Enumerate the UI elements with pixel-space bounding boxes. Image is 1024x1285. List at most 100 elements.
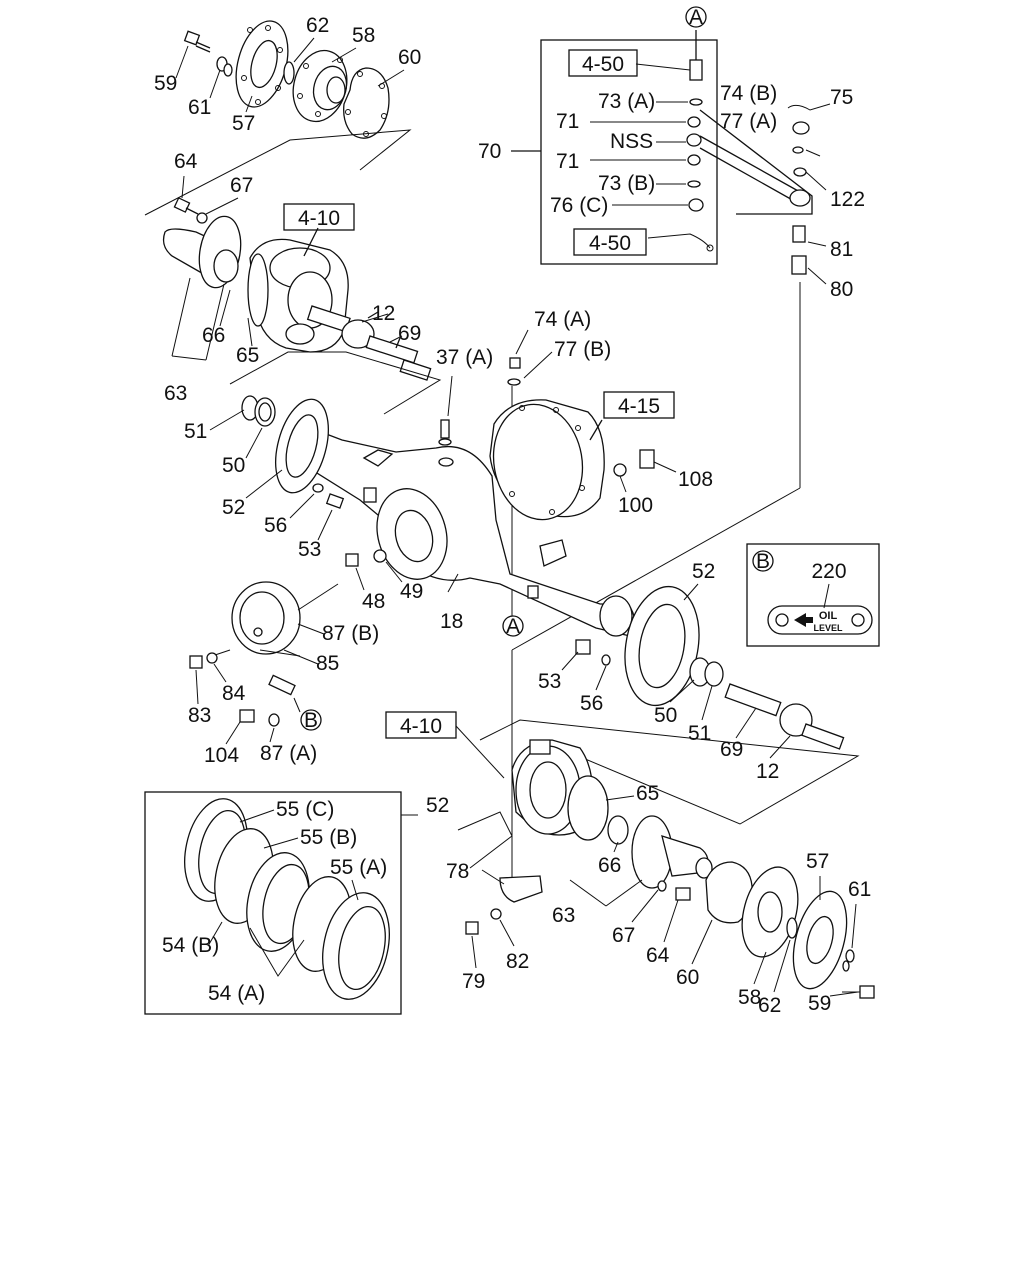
label-63-top: 63	[164, 382, 187, 405]
ring-62-bot	[786, 917, 798, 939]
washer-61-bot	[845, 949, 855, 963]
top-right-fittings	[699, 103, 831, 285]
top-hub-group	[144, 20, 412, 216]
circle-b-link: B	[300, 709, 322, 732]
ref-box-4-10-bottom: 4-10	[385, 711, 505, 779]
washer-56-top	[312, 483, 324, 493]
label-78: 78	[446, 860, 469, 883]
ref-box-4-10-top: 4-10	[283, 203, 355, 231]
label-49: 49	[400, 580, 423, 603]
bracket-mid-right	[479, 719, 860, 825]
arrow-left-icon	[794, 613, 813, 627]
label-87b: 87 (B)	[322, 622, 379, 645]
label-53-mid: 53	[538, 670, 561, 693]
label-65-top: 65	[236, 344, 259, 367]
label-87a: 87 (A)	[260, 742, 317, 765]
label-66-bot: 66	[598, 854, 621, 877]
ring-62-top	[283, 61, 295, 85]
shaft-12-top	[306, 305, 432, 381]
label-18: 18	[440, 610, 463, 633]
label-79: 79	[462, 970, 485, 993]
label-220: 220	[811, 560, 846, 583]
carrier-4-15	[489, 357, 655, 521]
label-84: 84	[222, 682, 246, 705]
label-51-mid: 51	[688, 722, 711, 745]
label-122: 122	[830, 188, 865, 211]
label-108: 108	[678, 468, 713, 491]
label-67-bot: 67	[612, 924, 635, 947]
label-67-top: 67	[230, 174, 253, 197]
label-69-mid: 69	[720, 738, 743, 761]
label-61-bot: 61	[848, 878, 871, 901]
label-85: 85	[316, 652, 339, 675]
label-57-bot: 57	[806, 850, 829, 873]
label-59-bot: 59	[808, 992, 831, 1015]
label-53-top: 53	[298, 538, 321, 561]
circle-b-inset	[752, 550, 774, 572]
label-80: 80	[830, 278, 853, 301]
part-labels: 59 61 57 62 58 60 64 67 66 65 63 12 69 7…	[154, 14, 871, 1017]
ref-box-4-15: 4-15	[603, 391, 675, 419]
bearing-66-bot	[607, 815, 629, 845]
label-81: 81	[830, 238, 853, 261]
flange-52-top	[275, 398, 329, 494]
right-flange-group	[575, 585, 845, 750]
label-60-bot: 60	[676, 966, 699, 989]
label-12-top: 12	[372, 302, 395, 325]
label-58-top: 58	[352, 24, 375, 47]
label-58-bot: 58	[738, 986, 761, 1009]
label-64-top: 64	[174, 150, 198, 173]
washer-49	[373, 549, 387, 563]
box-70	[511, 30, 811, 265]
label-56-mid: 56	[580, 692, 603, 715]
label-76c: 76 (C)	[550, 194, 608, 217]
svg-text:A: A	[506, 615, 520, 638]
label-71a: 71	[556, 110, 579, 133]
circle-a-top: A	[685, 6, 707, 29]
gasket-65-bot	[567, 775, 609, 841]
bolt-53-top	[325, 493, 345, 509]
gasket-60-bot	[705, 861, 753, 924]
label-55b: 55 (B)	[300, 826, 357, 849]
label-55c: 55 (C)	[276, 798, 334, 821]
label-12-mid: 12	[756, 760, 779, 783]
washer-56-mid	[601, 654, 611, 666]
label-50-top: 50	[222, 454, 245, 477]
label-62-top: 62	[306, 14, 329, 37]
label-65-bot: 65	[636, 782, 659, 805]
label-52-top: 52	[222, 496, 245, 519]
bracket-78	[457, 811, 543, 935]
hub-58-top	[292, 49, 348, 123]
label-60-top: 60	[398, 46, 421, 69]
seal-51-mid	[704, 661, 724, 687]
label-62-bot: 62	[758, 994, 781, 1017]
svg-text:4-50: 4-50	[589, 232, 631, 255]
plate-text-level: LEVEL	[813, 623, 843, 633]
label-51-top: 51	[184, 420, 207, 443]
label-73a: 73 (A)	[598, 90, 655, 113]
label-83: 83	[188, 704, 211, 727]
gasket-60-top	[343, 67, 390, 139]
oil-level-plate	[767, 605, 873, 635]
washer-67-bot	[657, 880, 667, 892]
label-66-top: 66	[202, 324, 225, 347]
label-100: 100	[618, 494, 653, 517]
spindle-63-bot	[569, 815, 713, 907]
bolt-64-bot	[675, 887, 691, 901]
leader-lines	[175, 37, 859, 997]
bolt-59-top	[183, 30, 211, 53]
plate-57-bot	[792, 890, 848, 990]
label-52-mid: 52	[692, 560, 715, 583]
svg-text:4-50: 4-50	[582, 53, 624, 76]
inset-seals	[144, 791, 418, 1015]
label-70: 70	[478, 140, 501, 163]
ref-box-4-50-top: 4-50	[568, 49, 638, 77]
circle-a-mid: A	[502, 615, 524, 638]
svg-text:4-10: 4-10	[298, 207, 340, 230]
label-104: 104	[204, 744, 239, 767]
label-77b: 77 (B)	[554, 338, 611, 361]
bolt-59-bot	[859, 985, 875, 999]
svg-text:4-10: 4-10	[400, 715, 442, 738]
label-71b: 71	[556, 150, 579, 173]
